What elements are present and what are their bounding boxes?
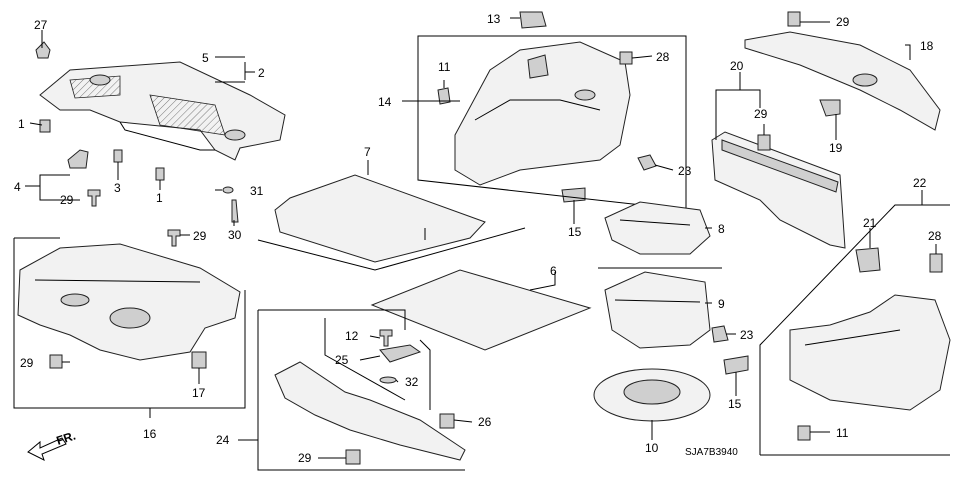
clip-11b [797, 425, 811, 441]
washer-32 [379, 376, 397, 384]
trunk-side-lining-14 [454, 41, 631, 186]
label-6: 6 [550, 264, 557, 278]
spare-tray-9 [604, 271, 711, 349]
label-27: 27 [34, 18, 48, 32]
label-29a: 29 [60, 193, 74, 207]
washer-31 [222, 186, 234, 194]
spare-ring-10 [593, 368, 711, 422]
clip-1b [155, 167, 165, 181]
label-20: 20 [730, 59, 744, 73]
clip-19 [819, 99, 841, 117]
label-31: 31 [250, 184, 264, 198]
box-24-line-a [257, 309, 465, 471]
clip-28b [929, 253, 943, 273]
label-22: 22 [913, 176, 927, 190]
label-12: 12 [345, 329, 359, 343]
bolt-12 [379, 329, 393, 347]
trunk-floor-6 [370, 269, 592, 351]
label-8: 8 [718, 222, 725, 236]
diagram-code: SJA7B3940 [685, 447, 738, 458]
front-label: FR. [55, 429, 78, 448]
label-4: 4 [14, 180, 21, 194]
clip-15b [723, 355, 749, 375]
box-24-line-c [419, 339, 431, 410]
front-arrow-icon [27, 437, 67, 461]
label-21: 21 [863, 216, 877, 230]
clip-29c [49, 354, 63, 369]
label-23b: 23 [740, 328, 754, 342]
clip-26 [439, 413, 455, 429]
label-24: 24 [216, 433, 230, 447]
label-11a: 11 [438, 60, 451, 74]
bolt-29b [167, 229, 181, 247]
clip-1a [39, 119, 51, 133]
label-15b: 15 [728, 397, 742, 411]
trunk-floor-7 [257, 174, 526, 271]
label-15a: 15 [568, 225, 582, 239]
label-29f: 29 [298, 451, 312, 465]
clip-11a [437, 87, 451, 105]
label-26: 26 [478, 415, 492, 429]
label-30: 30 [228, 228, 242, 242]
clip-29d [787, 11, 801, 27]
label-25: 25 [335, 353, 349, 367]
clip-23a [637, 154, 657, 171]
bolt-29a [87, 189, 101, 207]
label-29d: 29 [836, 15, 850, 29]
clip-3 [113, 149, 123, 163]
label-1a: 1 [18, 117, 25, 131]
trunk-garnish-18 [744, 31, 941, 131]
rear-panel-20 [711, 131, 846, 249]
label-10: 10 [645, 441, 659, 455]
clip-23b [711, 325, 729, 343]
clip-28a [619, 51, 633, 65]
box-24-line-b [324, 318, 406, 401]
label-9: 9 [718, 297, 725, 311]
label-3: 3 [114, 181, 121, 195]
label-7: 7 [364, 145, 371, 159]
spare-tray-8 [604, 201, 711, 255]
label-11b: 11 [836, 426, 849, 440]
label-28b: 28 [928, 229, 942, 243]
label-16: 16 [143, 427, 157, 441]
clip-27 [35, 41, 51, 59]
label-28a: 28 [656, 50, 670, 64]
label-13: 13 [487, 12, 501, 26]
label-23a: 23 [678, 164, 692, 178]
label-19: 19 [829, 141, 843, 155]
label-32: 32 [405, 375, 419, 389]
clip-17 [191, 351, 207, 369]
box-16-line-c [190, 290, 246, 409]
box-16-line-b [13, 238, 70, 409]
clip-21 [855, 247, 881, 273]
label-17: 17 [192, 386, 206, 400]
bracket-25 [379, 344, 422, 363]
clip-15a [561, 187, 586, 203]
cap-13 [519, 11, 547, 29]
rear-tray-upper [39, 61, 286, 161]
clip-29f [345, 449, 361, 465]
label-14: 14 [378, 95, 392, 109]
label-29e: 29 [754, 107, 768, 121]
label-2: 2 [258, 66, 265, 80]
label-18: 18 [920, 39, 934, 53]
bracket-4 [67, 149, 89, 169]
label-1b: 1 [156, 191, 163, 205]
clip-29e [757, 134, 771, 151]
leader-lines [25, 17, 937, 459]
trunk-lining-24 [274, 361, 466, 461]
trunk-side-lining-22 [789, 294, 951, 411]
label-29b: 29 [193, 229, 207, 243]
rear-tray-lower [17, 243, 241, 361]
label-5: 5 [202, 51, 209, 65]
label-29c: 29 [20, 356, 34, 370]
screw-30 [231, 199, 239, 223]
